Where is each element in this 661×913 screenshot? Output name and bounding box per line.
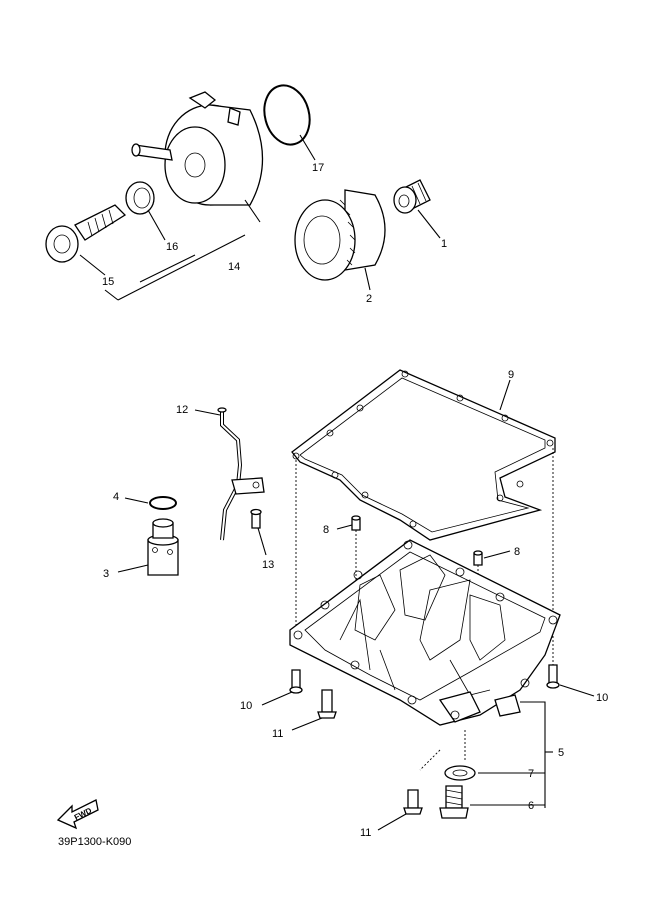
callout-17: 17 xyxy=(312,162,324,174)
leader-bracket-5 xyxy=(470,701,553,808)
leader-line-3 xyxy=(117,564,149,573)
o-ring-17 xyxy=(263,84,311,146)
bolt-10b xyxy=(546,664,560,689)
callout-1: 1 xyxy=(441,238,447,250)
leader-line-11a xyxy=(291,717,323,731)
leader-line-8b xyxy=(483,550,511,559)
oil-level-switch-3 xyxy=(147,518,179,576)
leader-line-13 xyxy=(257,527,267,556)
leader-line-4 xyxy=(124,497,149,504)
callout-10a: 10 xyxy=(240,700,252,712)
leader-line-10b xyxy=(559,684,595,697)
o-ring-4 xyxy=(149,496,177,510)
drain-bolt-6 xyxy=(439,785,469,819)
callout-13: 13 xyxy=(262,559,274,571)
drain-gasket-7 xyxy=(444,765,476,781)
callout-12: 12 xyxy=(176,404,188,416)
callout-7: 7 xyxy=(528,768,534,780)
leader-lines-top xyxy=(79,134,441,301)
callout-8a: 8 xyxy=(323,524,329,536)
fwd-arrow-icon xyxy=(56,799,99,830)
leader-line-8a xyxy=(336,524,353,530)
bolt-10a xyxy=(289,669,303,694)
callout-10b: 10 xyxy=(596,692,608,704)
union-bolt-15 xyxy=(45,204,127,263)
dowel-pin-8b xyxy=(473,550,483,566)
callout-3: 3 xyxy=(103,568,109,580)
oil-pan xyxy=(289,539,561,726)
callout-11a: 11 xyxy=(272,728,283,740)
callout-14: 14 xyxy=(228,261,240,273)
leader-line-10a xyxy=(261,691,293,706)
callout-2: 2 xyxy=(366,293,372,305)
oil-pipe-12 xyxy=(217,407,265,541)
callout-5: 5 xyxy=(558,747,564,759)
leader-line-11b xyxy=(377,813,407,831)
bolt-11b xyxy=(403,789,423,815)
union-bolt-1 xyxy=(393,179,431,214)
washer-16 xyxy=(125,181,155,215)
leader-line-9 xyxy=(499,379,511,411)
callout-4: 4 xyxy=(113,491,119,503)
callout-15: 15 xyxy=(102,276,114,288)
callout-9: 9 xyxy=(508,369,514,381)
bolt-11a xyxy=(317,689,337,719)
dowel-pin-8a xyxy=(351,515,361,531)
callout-11b: 11 xyxy=(360,827,371,839)
callout-8b: 8 xyxy=(514,546,520,558)
oil-filter-2 xyxy=(294,189,386,281)
oil-cooler xyxy=(131,91,264,206)
bolt-13 xyxy=(250,508,262,529)
callout-16: 16 xyxy=(166,241,178,253)
diagram-code: 39P1300-K090 xyxy=(58,836,132,848)
leader-line-12 xyxy=(194,409,221,416)
oil-pan-gasket-9 xyxy=(291,369,556,541)
callout-6: 6 xyxy=(528,800,534,812)
